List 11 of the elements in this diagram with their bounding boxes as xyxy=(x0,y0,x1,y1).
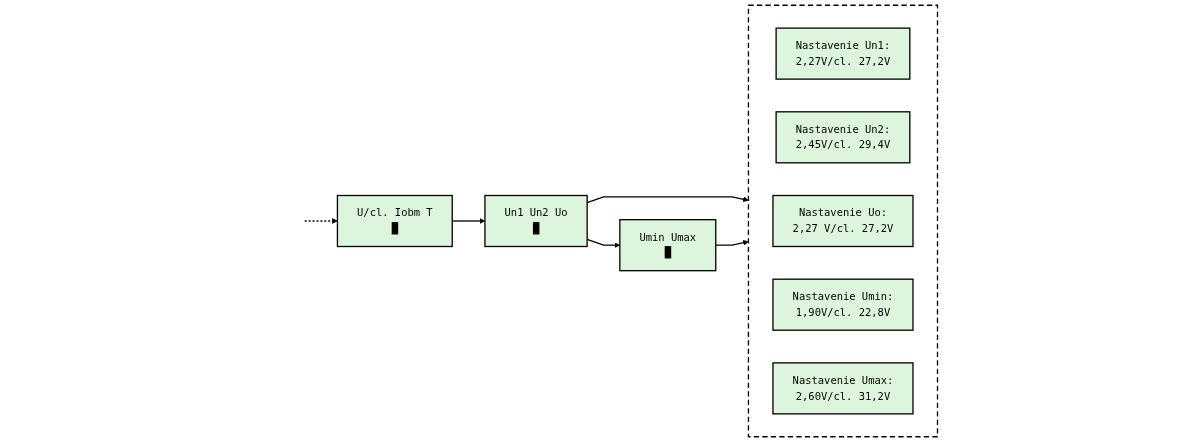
node-box: Nastavenie Uo: 2,27 V/cl. 27,2V xyxy=(772,194,914,248)
arrow xyxy=(304,218,338,224)
node-box: Nastavenie Umax: 2,60V/cl. 31,2V xyxy=(772,362,914,415)
node-box: U/cl. Iobm T █ xyxy=(336,194,453,248)
node-box: Nastavenie Umin: 1,90V/cl. 22,8V xyxy=(772,278,914,331)
node-box: Un1 Un2 Uo █ xyxy=(484,194,588,248)
node-box: Umin Umax █ xyxy=(619,219,717,272)
node-box: Nastavenie Un1: 2,27V/cl. 27,2V xyxy=(775,27,911,80)
arrow xyxy=(715,239,749,246)
cluster xyxy=(747,4,939,438)
node-box: Nastavenie Un2: 2,45V/cl. 29,4V xyxy=(775,111,911,164)
